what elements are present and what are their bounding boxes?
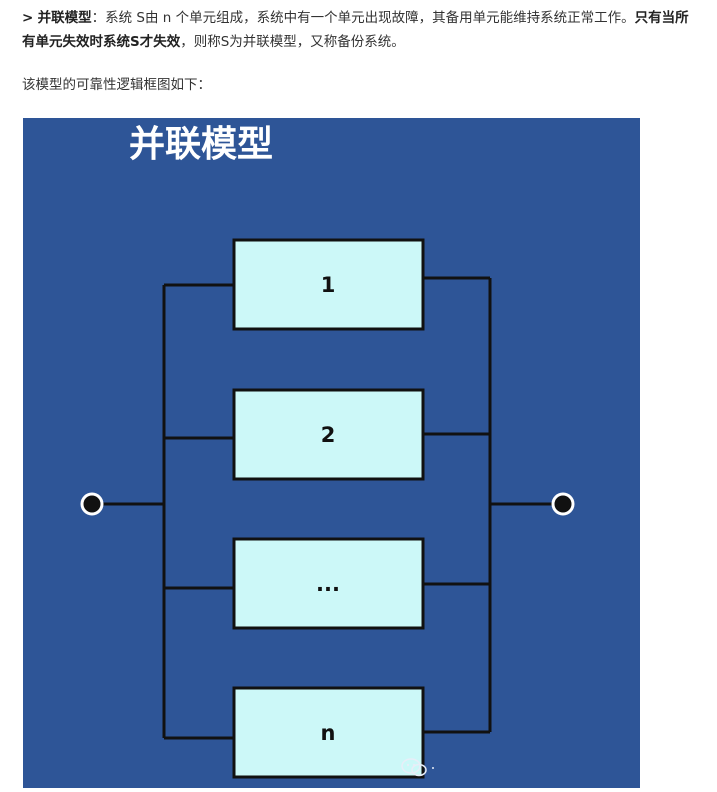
wechat-icon: [399, 754, 443, 780]
diagram-title: 并联模型: [129, 124, 273, 165]
unit-2-box: [232, 388, 425, 481]
marker: >: [22, 10, 34, 26]
intro-text-1: 系统 S由 n 个单元组成，系统中有一个单元出现故障，其备用单元能维持系统正常工…: [105, 10, 635, 26]
intro-paragraph: > 并联模型：系统 S由 n 个单元组成，系统中有一个单元出现故障，其备用单元能…: [22, 6, 702, 54]
intro-bold-sentence: 只有当所有单元失效时系统S才失效: [22, 10, 689, 50]
term-parallel-model: 并联模型: [37, 10, 92, 26]
unit-2-label: 2: [321, 423, 336, 447]
caption: 该模型的可靠性逻辑框图如下：: [22, 77, 211, 93]
unit-1-box: [232, 238, 425, 331]
intro-text-2: ，则称S为并联模型，又称备份系统。: [180, 34, 405, 50]
unit-n-box: [232, 686, 425, 779]
diagram-svg: 并联模型: [80, 124, 575, 779]
reliability-block-diagram: 并联模型: [23, 118, 640, 788]
diagram-wiring: [100, 276, 554, 740]
unit-ellipsis-box: [232, 537, 425, 630]
unit-2: 2: [232, 388, 425, 481]
unit-1-label: 1: [321, 273, 336, 297]
unit-ellipsis: ...: [232, 537, 425, 630]
unit-ellipsis-label: ...: [316, 572, 340, 596]
unit-n-label: n: [321, 721, 336, 745]
unit-1: 1: [232, 238, 425, 331]
input-terminal: [80, 492, 104, 516]
separator: ：: [91, 10, 106, 26]
output-terminal: [551, 492, 575, 516]
unit-n: n: [232, 686, 425, 779]
